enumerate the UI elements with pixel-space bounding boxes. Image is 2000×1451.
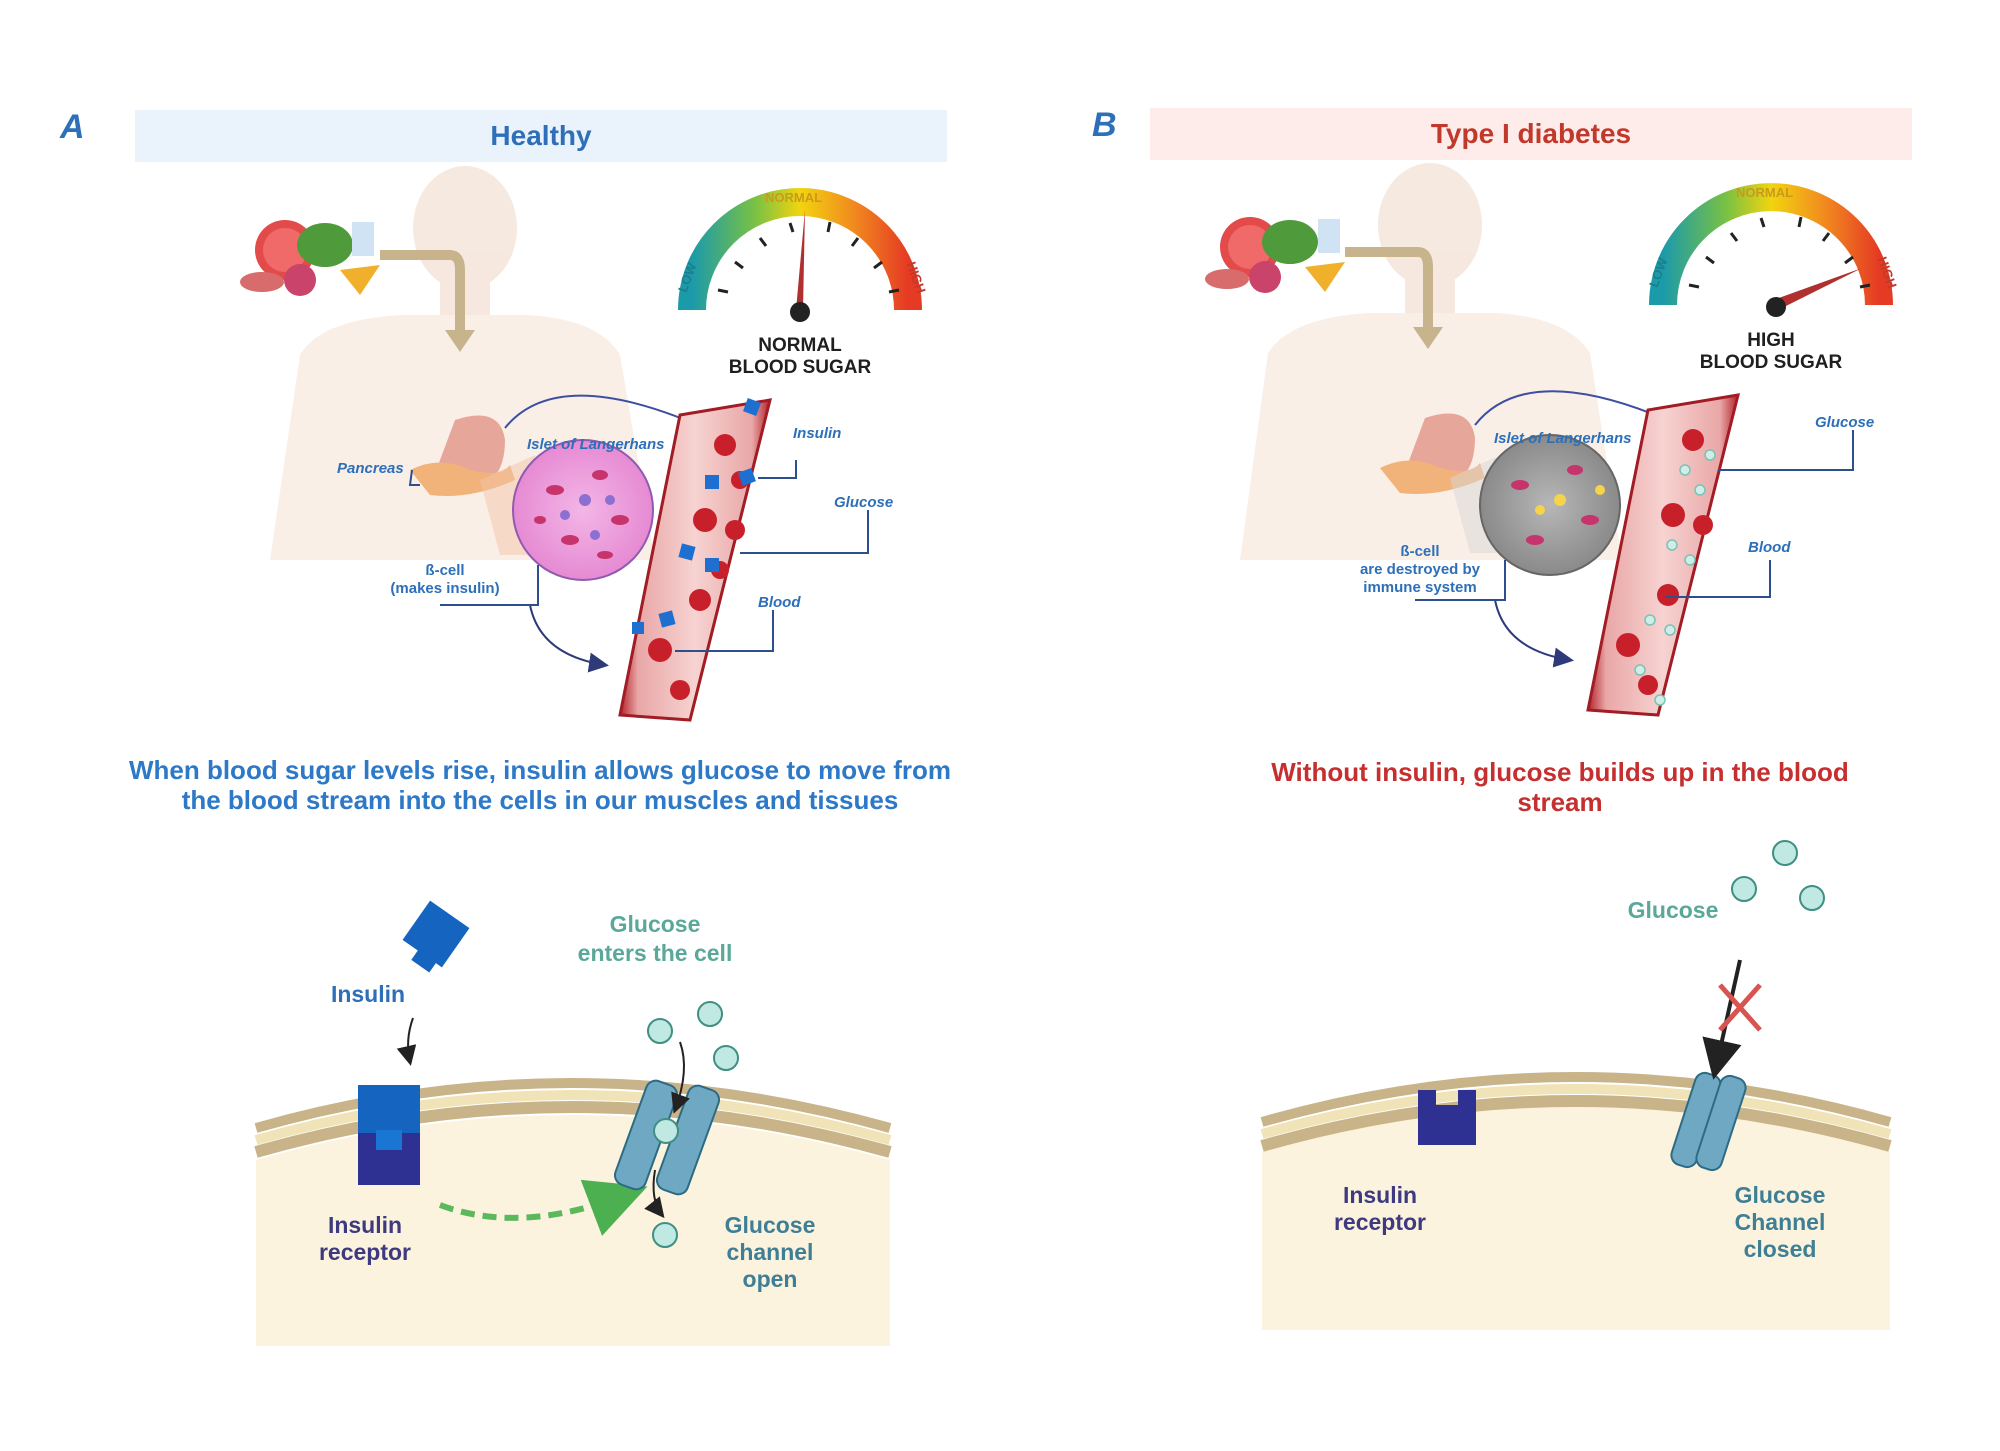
- panel-b-cell-receptor-label: Insulin receptor: [1333, 1182, 1427, 1235]
- panel-b-blood-sugar-gauge: [1649, 183, 1893, 317]
- panel-a-insulin-molecules: [632, 398, 761, 634]
- panel-a-label-glucose: Glucose: [834, 494, 894, 511]
- panel-a-cell-glucose-label: Glucose enters the cell: [577, 911, 733, 966]
- panel-b-letter: B: [1092, 106, 1117, 144]
- panel-a-islet-cells: [534, 470, 629, 559]
- panel-a-insulin-receptor: [358, 1085, 420, 1185]
- panel-a-gauge-status: NORMAL BLOOD SUGAR: [728, 335, 872, 378]
- panel-a-caption: When blood sugar levels rise, insulin al…: [128, 755, 952, 815]
- panel-b-gauge-status: HIGH BLOOD SUGAR: [1699, 330, 1843, 373]
- panel-a-food-icon: [240, 220, 380, 296]
- panel-b-caption: Without insulin, glucose builds up in th…: [1271, 757, 1849, 817]
- panel-b-gauge-normal: NORMAL: [1736, 185, 1794, 200]
- panel-a-cell-insulin-label: Insulin: [330, 981, 406, 1007]
- panel-a-insulin-molecule: [402, 900, 470, 973]
- panel-b-cell-channel-label: Glucose Channel closed: [1734, 1182, 1826, 1262]
- panel-a-label-beta-cell: ß-cell (makes insulin): [390, 562, 500, 597]
- panel-b-glucose-molecules: [1731, 840, 1825, 911]
- panel-a-cell-channel-label: Glucose channel open: [724, 1212, 816, 1292]
- panel-b-insulin-receptor-empty: [1418, 1090, 1476, 1145]
- panel-b-digestion-arrow: [1345, 247, 1433, 327]
- panel-a-label-pancreas: Pancreas: [337, 460, 404, 477]
- panel-a-cell-receptor-label: Insulin receptor: [318, 1212, 412, 1265]
- panel-a-blood-sugar-gauge: [678, 188, 922, 322]
- panel-a-label-islet: Islet of Langerhans: [527, 436, 665, 453]
- panel-b-glucose-in-blood: [1634, 449, 1716, 706]
- panel-a-digestion-arrow: [380, 250, 465, 330]
- panel-a-signal-arrow: [438, 1179, 648, 1236]
- panel-a-label-blood: Blood: [758, 594, 801, 611]
- panel-a-title: Healthy: [135, 110, 947, 162]
- panel-a-islet-of-langerhans: [512, 439, 654, 581]
- panel-b-label-islet: Islet of Langerhans: [1494, 430, 1632, 447]
- panel-a-letter: A: [60, 108, 85, 146]
- panel-b-label-beta-cell: ß-cell are destroyed by immune system: [1359, 543, 1481, 596]
- panel-a-gauge-normal: NORMAL: [765, 190, 823, 205]
- panel-b-cell: [1260, 1072, 1892, 1330]
- panel-b-islet-of-langerhans: [1479, 434, 1621, 576]
- panel-b-cell-glucose-label: Glucose: [1627, 897, 1719, 923]
- panel-b-food-icon: [1205, 217, 1345, 293]
- panel-b-title: Type I diabetes: [1150, 108, 1912, 160]
- panel-a-glucose-molecules: [647, 1001, 739, 1248]
- panel-b-label-blood: Blood: [1748, 539, 1791, 556]
- panel-a-label-insulin: Insulin: [793, 425, 842, 442]
- panel-b-blocked-x-icon: [1718, 983, 1762, 1032]
- panel-b-label-glucose: Glucose: [1815, 414, 1875, 431]
